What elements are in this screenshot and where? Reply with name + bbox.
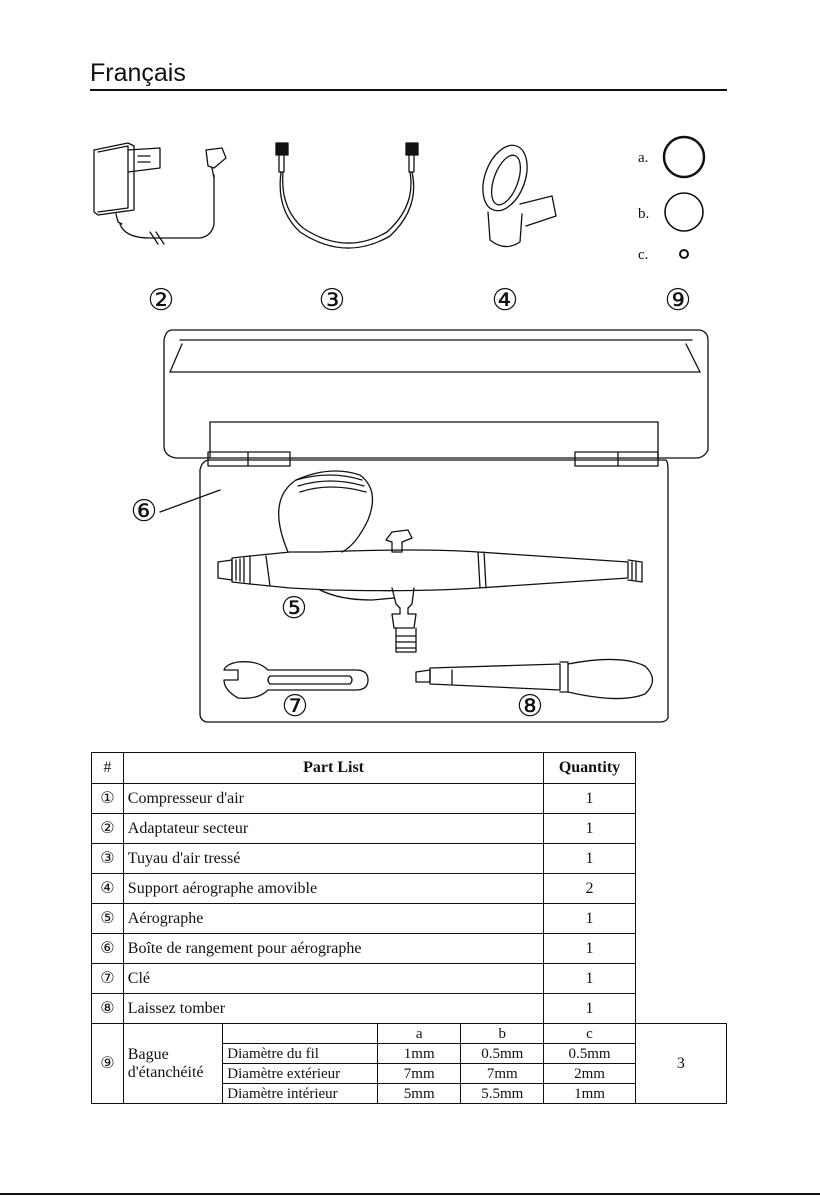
row-name: Laissez tomber <box>122 993 545 1024</box>
seal-ring-label-c: c. <box>638 247 649 263</box>
label-air-hose: ③ <box>318 284 346 317</box>
table-row: ⑦ Clé 1 <box>91 963 727 994</box>
seal-subrow-label: Diamètre extérieur <box>222 1063 379 1084</box>
seal-subrow-a: 7mm <box>377 1063 462 1084</box>
row-qty: 1 <box>543 993 636 1024</box>
parts-illustration <box>93 135 709 723</box>
label-wrench: ⑦ <box>281 690 309 723</box>
table-row: ⑤ Aérographe 1 <box>91 903 727 934</box>
header-part-list: Part List <box>122 752 545 784</box>
row-name: Boîte de rangement pour aérographe <box>122 933 545 964</box>
label-holder: ④ <box>491 284 519 317</box>
seal-ring-c <box>679 249 689 259</box>
case-lid-drawing <box>163 329 709 459</box>
row-name: Aérographe <box>122 903 545 934</box>
row-qty: 1 <box>543 813 636 844</box>
table-row: ④ Support aérographe amovible 2 <box>91 873 727 904</box>
seal-name-line2: d'étanchéité <box>127 1063 204 1081</box>
page-title: Français <box>90 59 186 87</box>
seal-ring-b <box>664 192 704 232</box>
seal-ring-label-a: a. <box>638 150 649 166</box>
case-base-drawing <box>159 451 669 723</box>
row-num: ④ <box>91 873 124 904</box>
row-name: Clé <box>122 963 545 994</box>
seal-col-head-c: c <box>543 1023 636 1044</box>
table-row: ⑥ Boîte de rangement pour aérographe 1 <box>91 933 727 964</box>
header-num: # <box>91 752 124 784</box>
bottom-divider <box>0 1193 820 1195</box>
table-header-row: # Part List Quantity <box>91 752 727 784</box>
air-hose-drawing <box>275 142 419 249</box>
heading-divider <box>90 89 727 91</box>
row-qty: 1 <box>543 933 636 964</box>
label-dropper: ⑧ <box>516 690 544 723</box>
seal-ring-a <box>662 135 706 179</box>
seal-subrow-c: 0.5mm <box>543 1043 636 1064</box>
seal-row-name: Bague d'étanchéité <box>122 1023 224 1104</box>
row-qty: 2 <box>543 873 636 904</box>
table-row: ② Adaptateur secteur 1 <box>91 813 727 844</box>
header-quantity: Quantity <box>543 752 636 784</box>
seal-blank-head <box>222 1023 379 1044</box>
power-adapter-drawing <box>93 142 227 245</box>
seal-subrow-c: 1mm <box>543 1083 636 1104</box>
label-storage-case: ⑥ <box>130 495 158 528</box>
row-num: ⑦ <box>91 963 124 994</box>
seal-col-head-b: b <box>460 1023 545 1044</box>
row-qty: 1 <box>543 903 636 934</box>
seal-row-num: ⑨ <box>91 1023 124 1104</box>
seal-subrow-a: 5mm <box>377 1083 462 1104</box>
parts-table: # Part List Quantity ① Compresseur d'air… <box>91 752 728 1104</box>
label-power-adapter: ② <box>147 284 175 317</box>
seal-subrow-b: 0.5mm <box>460 1043 545 1064</box>
seal-subrow-a: 1mm <box>377 1043 462 1064</box>
row-name: Support aérographe amovible <box>122 873 545 904</box>
row-qty: 1 <box>543 783 636 814</box>
label-airbrush: ⑤ <box>280 592 308 625</box>
row-name: Tuyau d'air tressé <box>122 843 545 874</box>
table-row: ① Compresseur d'air 1 <box>91 783 727 814</box>
seal-subrow-b: 5.5mm <box>460 1083 545 1104</box>
row-num: ② <box>91 813 124 844</box>
seal-col-head-a: a <box>377 1023 462 1044</box>
row-name: Compresseur d'air <box>122 783 545 814</box>
row-num: ⑧ <box>91 993 124 1024</box>
table-row: ⑧ Laissez tomber 1 <box>91 993 727 1024</box>
holder-drawing <box>482 144 557 248</box>
row-num: ① <box>91 783 124 814</box>
seal-subrow-label: Diamètre intérieur <box>222 1083 379 1104</box>
row-name: Adaptateur secteur <box>122 813 545 844</box>
row-num: ⑥ <box>91 933 124 964</box>
label-seal-rings: ⑨ <box>664 284 692 317</box>
row-num: ⑤ <box>91 903 124 934</box>
seal-name-line1: Bague <box>127 1045 169 1063</box>
row-qty: 1 <box>543 843 636 874</box>
seal-subrow-label: Diamètre du fil <box>222 1043 379 1064</box>
seal-subrow-c: 2mm <box>543 1063 636 1084</box>
table-row: ③ Tuyau d'air tressé 1 <box>91 843 727 874</box>
row-num: ③ <box>91 843 124 874</box>
seal-row-qty: 3 <box>634 1023 728 1104</box>
seal-subrow-b: 7mm <box>460 1063 545 1084</box>
row-qty: 1 <box>543 963 636 994</box>
seal-ring-label-b: b. <box>638 206 650 222</box>
